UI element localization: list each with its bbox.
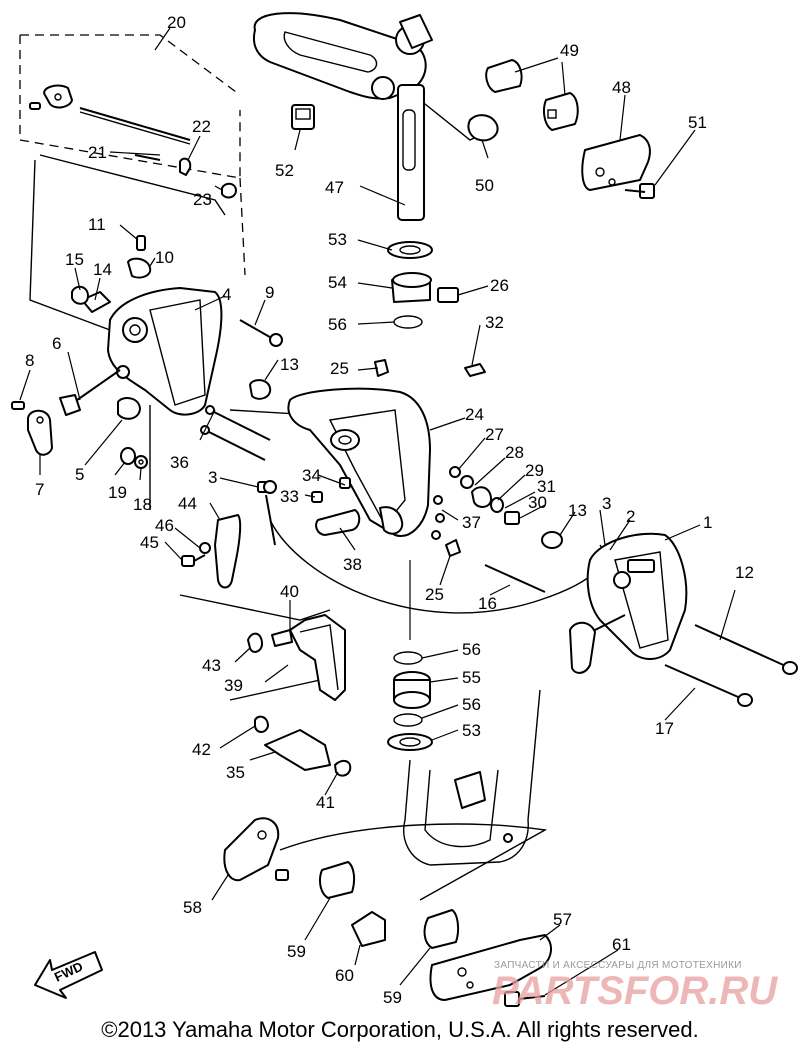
callout-46: 46	[155, 516, 174, 535]
callout-56c: 56	[462, 695, 481, 714]
callout-61: 61	[612, 935, 631, 954]
callout-53a: 53	[328, 230, 347, 249]
callout-47: 47	[325, 178, 344, 197]
callout-22: 22	[192, 117, 211, 136]
callout-34: 34	[302, 466, 321, 485]
thumb-screw-6-7-8	[11, 369, 121, 456]
callout-52: 52	[275, 161, 294, 180]
swivel-bracket-24	[287, 387, 431, 537]
callout-36: 36	[170, 453, 189, 472]
tilt-rod-kit	[29, 84, 237, 199]
small-hardware-center	[257, 359, 520, 557]
watermark-brand: PARTSFOR.RU	[492, 969, 778, 1013]
callout-35: 35	[226, 763, 245, 782]
callout-50: 50	[475, 176, 494, 195]
shaft-bushings-upper	[387, 241, 459, 329]
callout-25b: 25	[425, 585, 444, 604]
watermark: ЗАПЧАСТИ И АКСЕССУАРЫ ДЛЯ МОТОТЕХНИКИ PA…	[492, 960, 778, 1013]
callout-numbers: 20 21 22 23 11 10 15 14 4 9 6 8 7 5 19 1…	[25, 13, 754, 1007]
copyright-notice: ©2013 Yamaha Motor Corporation, U.S.A. A…	[101, 1017, 699, 1042]
callout-39: 39	[224, 676, 243, 695]
callout-1: 1	[703, 513, 712, 532]
outboard-leg-outline	[403, 689, 541, 866]
pins-and-bushings-left	[117, 319, 283, 469]
callout-16: 16	[478, 594, 497, 613]
callout-4: 4	[222, 285, 231, 304]
callout-19: 19	[108, 483, 127, 502]
callout-59b: 59	[383, 988, 402, 1007]
callout-12: 12	[735, 563, 754, 582]
bolts-36	[200, 405, 271, 461]
callout-51: 51	[688, 113, 707, 132]
callout-7: 7	[35, 480, 44, 499]
callout-13b: 13	[568, 501, 587, 520]
callout-45: 45	[140, 533, 159, 552]
right-clamp-bracket-1	[541, 531, 688, 674]
callout-38: 38	[343, 555, 362, 574]
callout-24: 24	[465, 405, 484, 424]
callout-3b: 3	[602, 494, 611, 513]
link-plate-38	[315, 509, 361, 536]
bushing-50	[467, 114, 499, 142]
callout-41: 41	[316, 793, 335, 812]
callout-58: 58	[183, 898, 202, 917]
callout-20: 20	[167, 13, 186, 32]
leader-lines	[19, 27, 736, 996]
pin-and-long-bolts	[484, 564, 798, 707]
callout-31: 31	[537, 477, 556, 496]
callout-27: 27	[485, 425, 504, 444]
callout-6: 6	[52, 334, 61, 353]
callout-60: 60	[335, 966, 354, 985]
tilt-lever-44	[181, 514, 242, 589]
callout-9: 9	[265, 283, 274, 302]
callout-29: 29	[525, 461, 544, 480]
callout-11: 11	[88, 215, 106, 234]
callout-43: 43	[202, 656, 221, 675]
fwd-direction-arrow: FWD	[34, 951, 103, 999]
bottom-parts	[223, 817, 552, 1007]
callout-44: 44	[178, 494, 197, 513]
callout-21: 21	[88, 143, 107, 162]
callout-13a: 13	[280, 355, 299, 374]
callout-57: 57	[553, 910, 572, 929]
callout-54: 54	[328, 273, 347, 292]
callout-32: 32	[485, 313, 504, 332]
callout-48: 48	[612, 78, 631, 97]
callout-59a: 59	[287, 942, 306, 961]
callout-56b: 56	[462, 640, 481, 659]
side-plate-48	[581, 134, 651, 191]
callout-10: 10	[155, 248, 174, 267]
bolt-51	[624, 183, 655, 199]
callout-30: 30	[528, 493, 547, 512]
callout-33: 33	[280, 487, 299, 506]
callout-56a: 56	[328, 315, 347, 334]
callout-23: 23	[193, 190, 212, 209]
callout-53b: 53	[462, 721, 481, 740]
callout-55: 55	[462, 668, 481, 687]
callout-40: 40	[280, 582, 299, 601]
rubber-mount-52	[291, 104, 315, 130]
callout-5: 5	[75, 465, 84, 484]
callout-42: 42	[192, 740, 211, 759]
callout-49: 49	[560, 41, 579, 60]
callout-3a: 3	[208, 468, 217, 487]
mount-blocks-49	[485, 59, 579, 131]
callout-28: 28	[505, 443, 524, 462]
callout-37: 37	[462, 513, 481, 532]
callout-26: 26	[490, 276, 509, 295]
callout-17: 17	[655, 719, 674, 738]
callout-15: 15	[65, 250, 84, 269]
callout-14: 14	[93, 260, 112, 279]
shaft-bushings-lower	[387, 560, 433, 751]
steering-bracket-assembly	[252, 12, 433, 221]
lever-assembly-35	[254, 715, 352, 777]
callout-8: 8	[25, 351, 34, 370]
watermark-caption: ЗАПЧАСТИ И АКСЕССУАРЫ ДЛЯ МОТОТЕХНИКИ	[494, 960, 742, 971]
callout-2: 2	[626, 507, 635, 526]
left-clamp-bracket	[71, 235, 223, 416]
callout-25a: 25	[330, 359, 349, 378]
lock-bracket-39-40	[247, 614, 346, 701]
callout-18: 18	[133, 495, 152, 514]
